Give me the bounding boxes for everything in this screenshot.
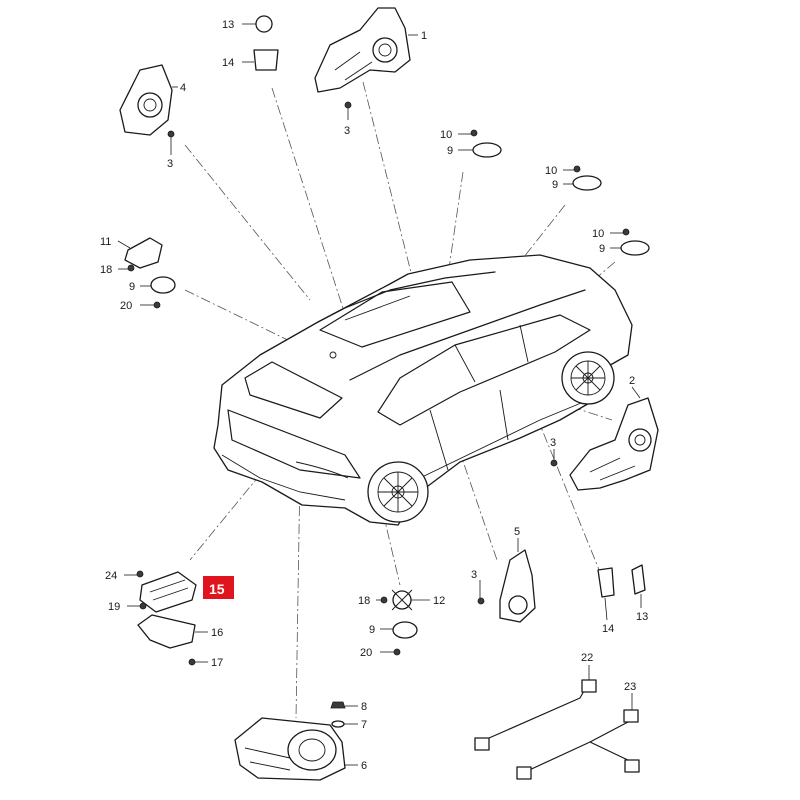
part-4-speaker-housing	[119, 64, 173, 136]
callout-16: 16	[211, 627, 223, 639]
callout-23: 23	[624, 681, 636, 693]
callout-20: 20	[120, 300, 132, 312]
callout-9: 9	[552, 179, 558, 191]
callout-12: 12	[433, 595, 445, 607]
part-23-harness	[516, 709, 640, 780]
part-13-connector	[255, 15, 646, 595]
tail-light	[295, 461, 349, 479]
side-skirt	[419, 395, 599, 479]
side-window	[377, 314, 591, 426]
part-12-sensor	[391, 589, 413, 611]
rear-window	[244, 361, 343, 419]
door-line	[429, 389, 509, 471]
callout-8: 8	[361, 701, 367, 713]
callout-3: 3	[550, 437, 556, 449]
callout-4: 4	[180, 82, 186, 94]
callout-20: 20	[360, 647, 372, 659]
part-17-nut	[188, 658, 196, 666]
callout-2: 2	[629, 375, 635, 387]
part-8-nut	[330, 701, 346, 709]
part-1-door-bracket	[314, 7, 411, 93]
callout-9: 9	[599, 243, 605, 255]
part-19-screw	[139, 602, 147, 610]
callout-7: 7	[361, 719, 367, 731]
part-22-harness	[474, 679, 597, 751]
leader-lines	[117, 23, 642, 766]
part-7-washer	[331, 720, 345, 728]
callout-19: 19	[108, 601, 120, 613]
callout-5: 5	[514, 526, 520, 538]
callout-10: 10	[545, 165, 557, 177]
callout-18: 18	[100, 264, 112, 276]
part-2-door-bracket	[569, 397, 659, 491]
callout-11: 11	[100, 236, 111, 248]
part-11-bracket	[124, 237, 163, 269]
window-pillar-2	[519, 324, 529, 363]
callout-6: 6	[361, 760, 367, 772]
rear-bumper	[221, 454, 346, 501]
callout-22: 22	[581, 652, 593, 664]
callout-10: 10	[440, 129, 452, 141]
highlight-box	[203, 576, 234, 599]
callout-13: 13	[222, 19, 234, 31]
part-16-mounting-bracket	[137, 614, 196, 649]
sunroof-split	[344, 295, 411, 321]
callout-3: 3	[471, 569, 477, 581]
part-24-screw	[136, 570, 144, 578]
highlighted-callout-15[interactable]: 15	[203, 576, 234, 599]
window-pillar-1	[454, 344, 476, 383]
callout-9: 9	[129, 281, 135, 293]
part-9-tweeter	[150, 142, 650, 639]
callout-3: 3	[344, 125, 350, 137]
callout-24: 24	[105, 570, 117, 582]
tailgate	[227, 409, 361, 479]
part-10-screw	[470, 129, 630, 236]
vehicle-body	[213, 254, 633, 526]
part-14-connector	[253, 49, 615, 598]
callout-9: 9	[447, 145, 453, 157]
callout-10: 10	[592, 228, 604, 240]
callout-18: 18	[358, 595, 370, 607]
roof-edge	[349, 289, 586, 381]
callout-1: 1	[421, 30, 427, 42]
part-15-control-unit	[139, 571, 197, 613]
callout-17: 17	[211, 657, 223, 669]
sunroof	[319, 281, 471, 348]
callout-labels: 1 4 13 14 3 3 10 9 10 9 10 9 11 18 9 20 …	[100, 19, 648, 772]
callout-13: 13	[636, 611, 648, 623]
callout-3: 3	[167, 158, 173, 170]
part-3-screws	[167, 101, 558, 605]
part-6-subwoofer	[234, 717, 346, 781]
callout-9: 9	[369, 624, 375, 636]
part-5-bracket	[499, 549, 536, 623]
part-18-screw	[127, 264, 388, 604]
callout-15: 15	[209, 581, 225, 597]
callout-14: 14	[602, 623, 614, 635]
callout-14: 14	[222, 57, 234, 69]
roof-antenna	[329, 351, 337, 359]
roof-line	[317, 271, 496, 323]
